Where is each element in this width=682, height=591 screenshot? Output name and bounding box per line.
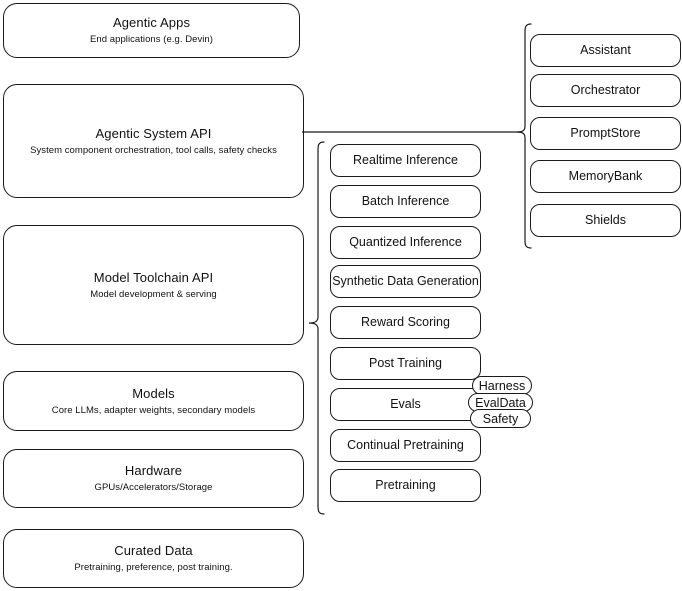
eval-badge-label: Harness	[478, 378, 526, 393]
component-label: PromptStore	[570, 126, 641, 140]
layer-title: Models	[132, 385, 175, 401]
component-label: Orchestrator	[570, 83, 641, 97]
component-continual-pretraining[interactable]: Continual Pretraining	[330, 429, 481, 462]
component-shields[interactable]: Shields	[530, 204, 681, 237]
component-promptstore[interactable]: PromptStore	[530, 117, 681, 150]
layer-agentic-system-api[interactable]: Agentic System API System component orch…	[3, 84, 304, 198]
component-label: Evals	[390, 397, 421, 411]
component-label: MemoryBank	[568, 169, 643, 183]
layer-subtitle: GPUs/Accelerators/Storage	[94, 482, 213, 493]
layer-subtitle: Pretraining, preference, post training.	[74, 562, 233, 573]
layer-title: Agentic System API	[95, 125, 212, 141]
component-label: Reward Scoring	[361, 315, 450, 329]
component-post-training[interactable]: Post Training	[330, 347, 481, 380]
component-label: Synthetic Data Generation	[332, 274, 479, 288]
component-label: Post Training	[369, 356, 442, 370]
layer-title: Model Toolchain API	[93, 269, 214, 285]
eval-badge-safety[interactable]: Safety	[470, 409, 531, 428]
layer-model-toolchain-api[interactable]: Model Toolchain API Model development & …	[3, 225, 304, 345]
layer-models[interactable]: Models Core LLMs, adapter weights, secon…	[3, 371, 304, 431]
component-realtime-inference[interactable]: Realtime Inference	[330, 144, 481, 177]
connector-agentic-system-api	[302, 125, 528, 141]
component-label: Batch Inference	[361, 194, 450, 208]
layer-subtitle: Model development & serving	[90, 288, 217, 300]
eval-badge-evaldata[interactable]: EvalData	[468, 393, 533, 412]
layer-hardware[interactable]: Hardware GPUs/Accelerators/Storage	[3, 449, 304, 508]
component-label: Shields	[585, 213, 626, 227]
layer-subtitle: System component orchestration, tool cal…	[30, 144, 277, 156]
layer-subtitle: End applications (e.g. Devin)	[90, 34, 213, 45]
layer-agentic-apps[interactable]: Agentic Apps End applications (e.g. Devi…	[3, 3, 300, 58]
component-quantized-inference[interactable]: Quantized Inference	[330, 226, 481, 259]
layer-curated-data[interactable]: Curated Data Pretraining, preference, po…	[3, 529, 304, 588]
component-label: Pretraining	[375, 478, 436, 492]
component-reward-scoring[interactable]: Reward Scoring	[330, 306, 481, 339]
component-label: Assistant	[580, 43, 631, 57]
layer-title: Agentic Apps	[112, 15, 191, 30]
component-label: Quantized Inference	[349, 235, 462, 249]
component-memorybank[interactable]: MemoryBank	[530, 160, 681, 193]
eval-badge-label: EvalData	[475, 395, 526, 410]
component-pretraining[interactable]: Pretraining	[330, 469, 481, 502]
layer-subtitle: Core LLMs, adapter weights, secondary mo…	[51, 404, 256, 416]
layer-title: Curated Data	[114, 543, 193, 558]
bracket-toolchain-components	[306, 140, 326, 518]
component-label: Continual Pretraining	[347, 438, 464, 452]
bracket-system-components	[515, 22, 533, 250]
component-synthetic-data-generation[interactable]: Synthetic Data Generation	[330, 265, 481, 298]
component-orchestrator[interactable]: Orchestrator	[530, 74, 681, 107]
eval-badge-label: Safety	[482, 411, 519, 426]
layer-title: Hardware	[124, 463, 183, 478]
component-assistant[interactable]: Assistant	[530, 34, 681, 67]
component-evals[interactable]: Evals	[330, 388, 481, 421]
component-batch-inference[interactable]: Batch Inference	[330, 185, 481, 218]
component-label: Realtime Inference	[353, 153, 458, 167]
